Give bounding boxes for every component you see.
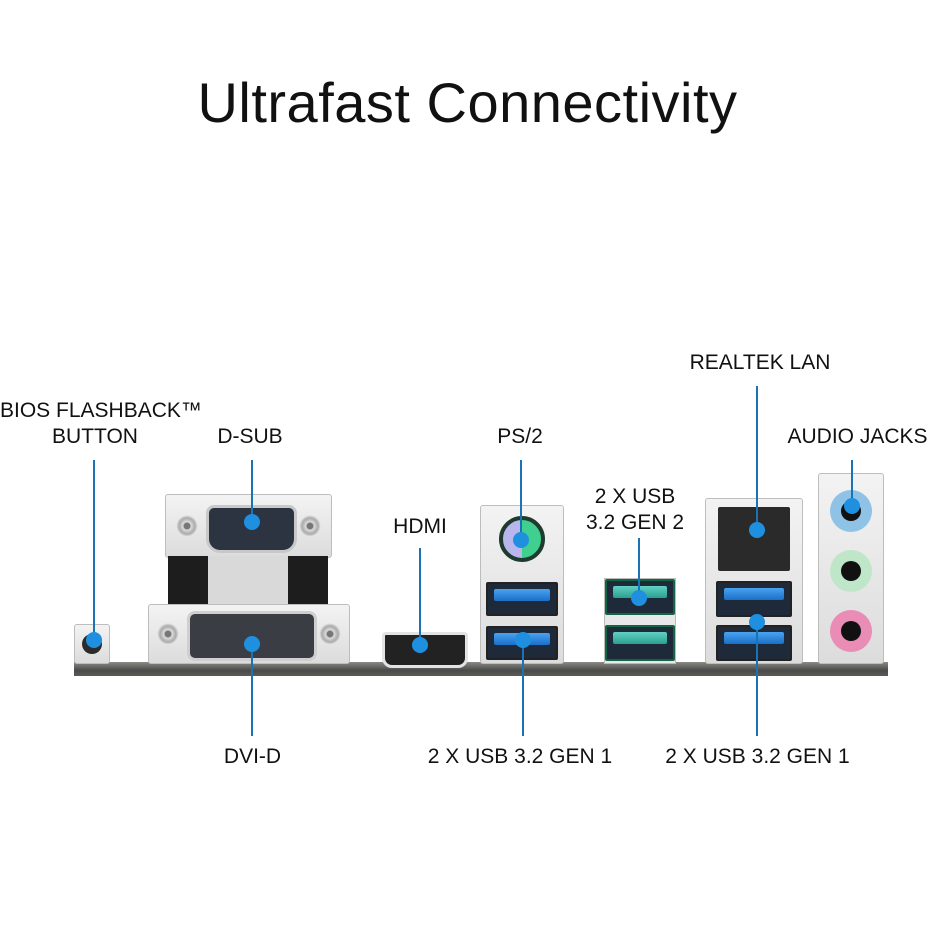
- usb-gen2-label-line2: 3.2 GEN 2: [585, 511, 685, 534]
- leader-line-lan: [756, 386, 758, 530]
- screw-icon: [299, 515, 321, 537]
- bios-flashback-label-line1: BIOS FLASHBACK™: [0, 399, 202, 422]
- screw-icon: [176, 515, 198, 537]
- marker-dot-hdmi: [412, 637, 428, 653]
- dsub-bracket: [168, 556, 328, 604]
- leader-line-usb-gen1-left: [522, 640, 524, 736]
- marker-dot-audio: [844, 498, 860, 514]
- leader-line-bios: [93, 460, 95, 640]
- usb-gen2-stack: [604, 578, 676, 664]
- ps2-label: PS/2: [497, 425, 543, 448]
- leader-line-ps2: [520, 460, 522, 540]
- bios-flashback-label: BIOS FLASHBACK™ BUTTON: [0, 398, 202, 450]
- leader-line-usb-gen1-right: [756, 622, 758, 736]
- marker-dot-usb-gen2: [631, 590, 647, 606]
- realtek-lan-label: REALTEK LAN: [689, 351, 831, 374]
- usb-gen1-right-label: 2 X USB 3.2 GEN 1: [665, 745, 850, 768]
- leader-line-audio: [851, 460, 853, 506]
- hdmi-label: HDMI: [393, 515, 447, 538]
- screw-icon: [157, 623, 179, 645]
- marker-dot-dsub: [244, 514, 260, 530]
- marker-dot-dvid: [244, 636, 260, 652]
- leader-line-dsub: [251, 460, 253, 522]
- bios-flashback-label-line2: BUTTON: [52, 425, 138, 448]
- dsub-label: D-SUB: [217, 425, 283, 448]
- leader-line-hdmi: [419, 548, 421, 644]
- usb-gen2-label: 2 X USB 3.2 GEN 2: [570, 484, 700, 536]
- io-shield-baseplate: [74, 662, 888, 676]
- marker-dot-ps2: [513, 532, 529, 548]
- audio-jacks-label: AUDIO JACKS: [787, 425, 928, 448]
- rj45-port: [718, 507, 790, 571]
- leader-line-dvid: [251, 644, 253, 736]
- marker-dot-usb-gen1-right: [749, 614, 765, 630]
- usb-port: [716, 625, 792, 661]
- marker-dot-lan: [749, 522, 765, 538]
- audio-jack-mic: [830, 610, 872, 652]
- page-title: Ultrafast Connectivity: [197, 71, 738, 134]
- usb-gen2-label-line1: 2 X USB: [594, 485, 676, 508]
- dvid-port: [148, 604, 350, 664]
- marker-dot-bios: [86, 632, 102, 648]
- screw-icon: [319, 623, 341, 645]
- audio-jack-line-out: [830, 550, 872, 592]
- usb-gen1-left-label: 2 X USB 3.2 GEN 1: [427, 745, 613, 768]
- marker-dot-usb-gen1-left: [515, 632, 531, 648]
- dvid-label: DVI-D: [223, 745, 282, 768]
- usb-port: [716, 581, 792, 617]
- usb-gen2-port: [605, 625, 675, 661]
- leader-line-usb-gen2: [638, 538, 640, 598]
- usb-port: [486, 582, 558, 616]
- dsub-port: [165, 494, 332, 558]
